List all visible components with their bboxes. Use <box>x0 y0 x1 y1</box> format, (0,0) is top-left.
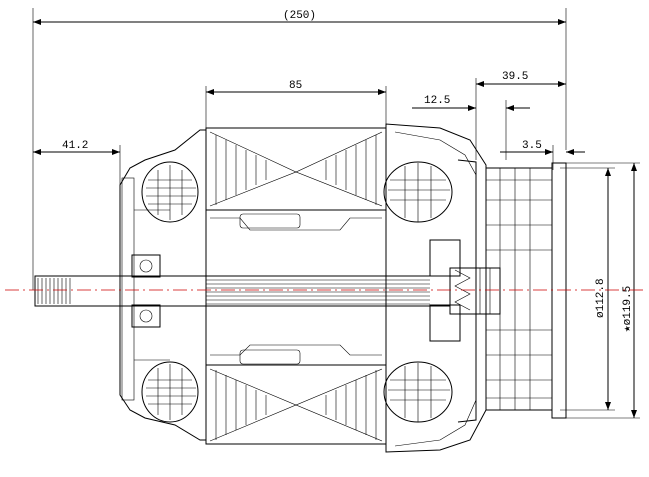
dim-outer-diameter: ★ø119.5 <box>622 286 634 332</box>
pinion-gear <box>449 267 501 315</box>
dim-stator-length: 85 <box>289 80 302 92</box>
dim-shaft-extension: 41.2 <box>62 140 88 152</box>
rear-end-cap <box>119 129 207 441</box>
dim-inner-diameter: ø112.8 <box>595 278 607 318</box>
bearings <box>131 239 461 342</box>
shaft <box>34 275 451 307</box>
dim-flange-step: 3.5 <box>522 140 542 152</box>
dimension-lines <box>32 8 640 419</box>
dim-housing-depth: 39.5 <box>502 71 528 83</box>
dim-bearing-offset: 12.5 <box>424 95 450 107</box>
front-windings <box>383 161 453 423</box>
stator-core <box>205 127 430 445</box>
rear-windings <box>141 161 199 423</box>
fan-ring <box>485 162 567 419</box>
dim-overall-length: (250) <box>283 10 316 22</box>
